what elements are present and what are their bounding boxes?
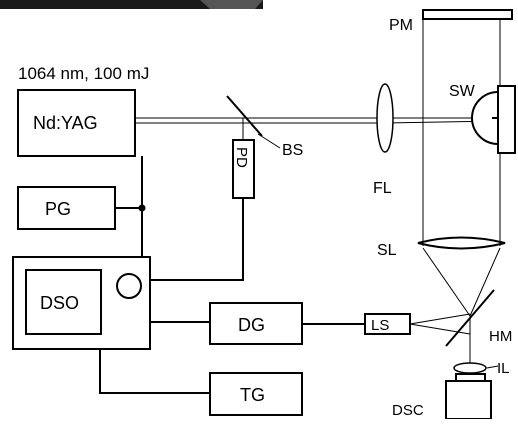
schlieren-lens — [418, 238, 505, 249]
oscilloscope-label: DSO — [40, 293, 79, 313]
focusing-lens-label: FL — [373, 180, 392, 197]
beam-splitter — [227, 96, 262, 136]
shock-wave-label: SW — [449, 83, 476, 100]
parabolic-mirror-label: PM — [389, 17, 413, 34]
photo-strip — [0, 0, 263, 9]
camera-body — [446, 381, 491, 419]
pulse-generator-label: PG — [45, 199, 71, 219]
pd-dso-wire — [150, 198, 243, 280]
half-mirror-label: HM — [489, 328, 512, 345]
oscilloscope-knob-icon — [117, 274, 141, 298]
dso-tg-wire — [100, 349, 210, 393]
focusing-lens — [377, 84, 393, 152]
parabolic-mirror — [423, 10, 512, 19]
laser-beam — [135, 118, 498, 123]
camera-lens-mount — [456, 374, 485, 381]
light-source-label: LS — [371, 317, 389, 334]
schlieren-lens-label: SL — [377, 242, 397, 259]
schlieren-beam — [423, 19, 500, 364]
beam-splitter-label: BS — [282, 142, 303, 159]
imaging-lens-label: IL — [497, 360, 510, 377]
imaging-lens — [454, 363, 486, 373]
light-source-beams — [410, 314, 470, 334]
delay-generator-label: DG — [238, 315, 265, 335]
laser-label: Nd:YAG — [33, 113, 98, 133]
shock-wave-cell — [498, 86, 515, 153]
trigger-generator-label: TG — [240, 385, 265, 405]
photodiode-label: PD — [233, 147, 250, 168]
junction-dot — [139, 205, 146, 212]
laser-spec-label: 1064 nm, 100 mJ — [18, 64, 149, 83]
camera-label: DSC — [392, 402, 424, 419]
